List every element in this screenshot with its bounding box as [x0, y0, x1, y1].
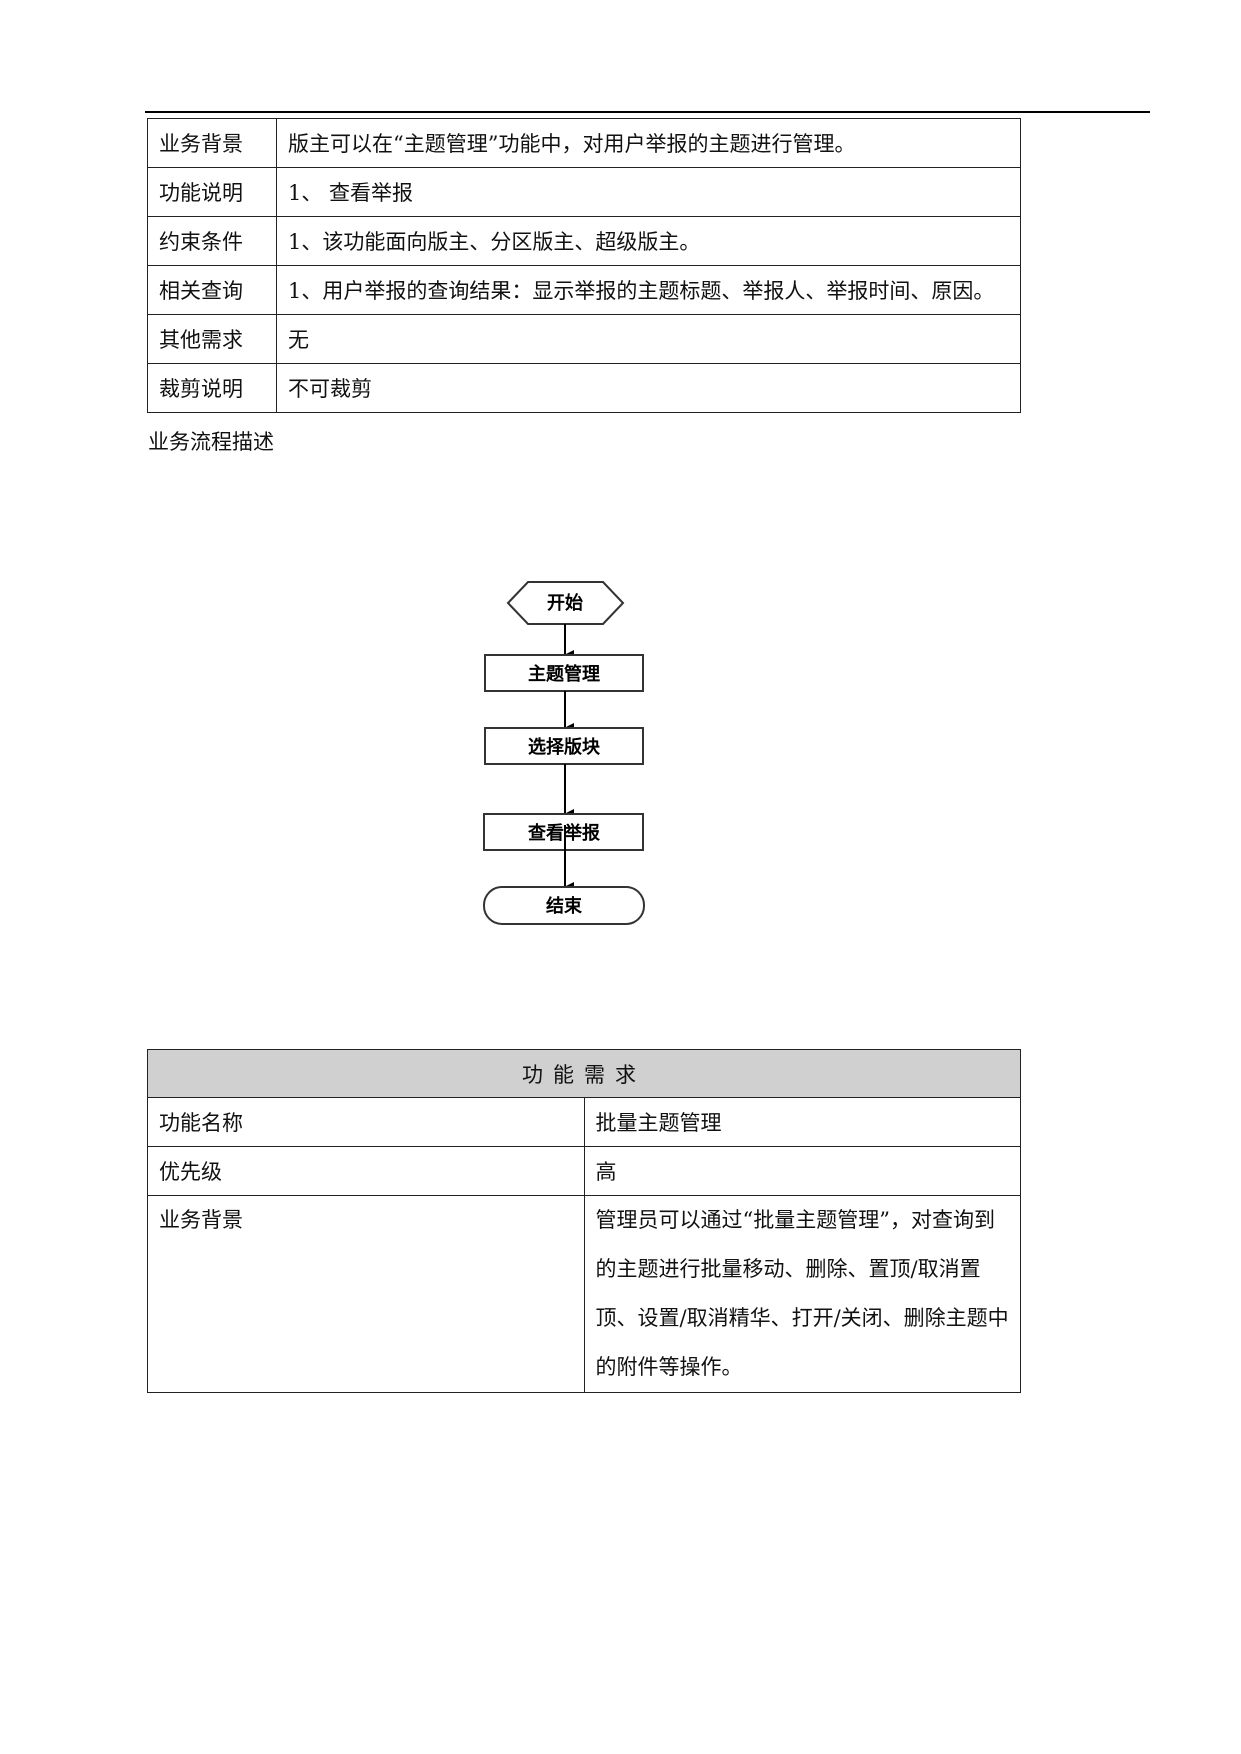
row-value: 1、 查看举报 — [276, 167, 1021, 217]
table-row: 业务背景 版主可以在“主题管理”功能中，对用户举报的主题进行管理。 — [147, 118, 1021, 168]
row-value: 高 — [583, 1146, 1021, 1196]
row-label: 约束条件 — [147, 216, 277, 266]
flow-caption: 业务流程描述 — [148, 430, 274, 454]
row-label: 其他需求 — [147, 314, 277, 364]
row-label: 业务背景 — [147, 118, 277, 168]
table-row: 优先级 高 — [147, 1146, 1021, 1196]
flow-node-process: 主题管理 — [528, 663, 600, 685]
row-value: 批量主题管理 — [583, 1097, 1021, 1147]
table-row: 业务背景 管理员可以通过“批量主题管理”，对查询到的主题进行批量移动、删除、置顶… — [147, 1195, 1021, 1393]
spec-table-1: 业务背景 版主可以在“主题管理”功能中，对用户举报的主题进行管理。 功能说明 1… — [147, 118, 1021, 413]
row-value: 1、该功能面向版主、分区版主、超级版主。 — [276, 216, 1021, 266]
row-value: 1、用户举报的查询结果：显示举报的主题标题、举报人、举报时间、原因。 — [276, 265, 1021, 315]
row-value: 不可裁剪 — [276, 363, 1021, 413]
table-header-row: 功能需求 — [147, 1049, 1021, 1098]
row-label: 业务背景 — [147, 1195, 585, 1393]
header-rule — [145, 111, 1150, 113]
flow-start-shape — [506, 581, 625, 625]
row-value: 无 — [276, 314, 1021, 364]
flow-process-shape — [484, 727, 644, 765]
table-header: 功能需求 — [147, 1049, 1021, 1098]
table-row: 裁剪说明 不可裁剪 — [147, 363, 1021, 413]
row-label: 功能说明 — [147, 167, 277, 217]
flowchart: 开始 主题管理 选择版块 查看举报 结束 — [483, 581, 645, 925]
flow-node-start: 开始 — [547, 592, 583, 614]
row-label: 裁剪说明 — [147, 363, 277, 413]
table-row: 其他需求 无 — [147, 314, 1021, 364]
flow-node-end: 结束 — [546, 895, 583, 917]
row-value: 管理员可以通过“批量主题管理”，对查询到的主题进行批量移动、删除、置顶/取消置顶… — [583, 1195, 1021, 1393]
flow-process-shape — [484, 654, 644, 692]
row-value: 版主可以在“主题管理”功能中，对用户举报的主题进行管理。 — [276, 118, 1021, 168]
table-row: 约束条件 1、该功能面向版主、分区版主、超级版主。 — [147, 216, 1021, 266]
row-label: 相关查询 — [147, 265, 277, 315]
spec-table-2: 功能需求 功能名称 批量主题管理 优先级 高 业务背景 管理员可以通过“批量主题… — [147, 1049, 1021, 1393]
table-row: 功能说明 1、 查看举报 — [147, 167, 1021, 217]
row-label: 优先级 — [147, 1146, 585, 1196]
table-row: 相关查询 1、用户举报的查询结果：显示举报的主题标题、举报人、举报时间、原因。 — [147, 265, 1021, 315]
flow-node-process: 选择版块 — [528, 736, 601, 758]
row-label: 功能名称 — [147, 1097, 585, 1147]
flow-end-shape — [483, 886, 645, 925]
flow-process-shape — [483, 813, 644, 851]
table-row: 功能名称 批量主题管理 — [147, 1097, 1021, 1147]
